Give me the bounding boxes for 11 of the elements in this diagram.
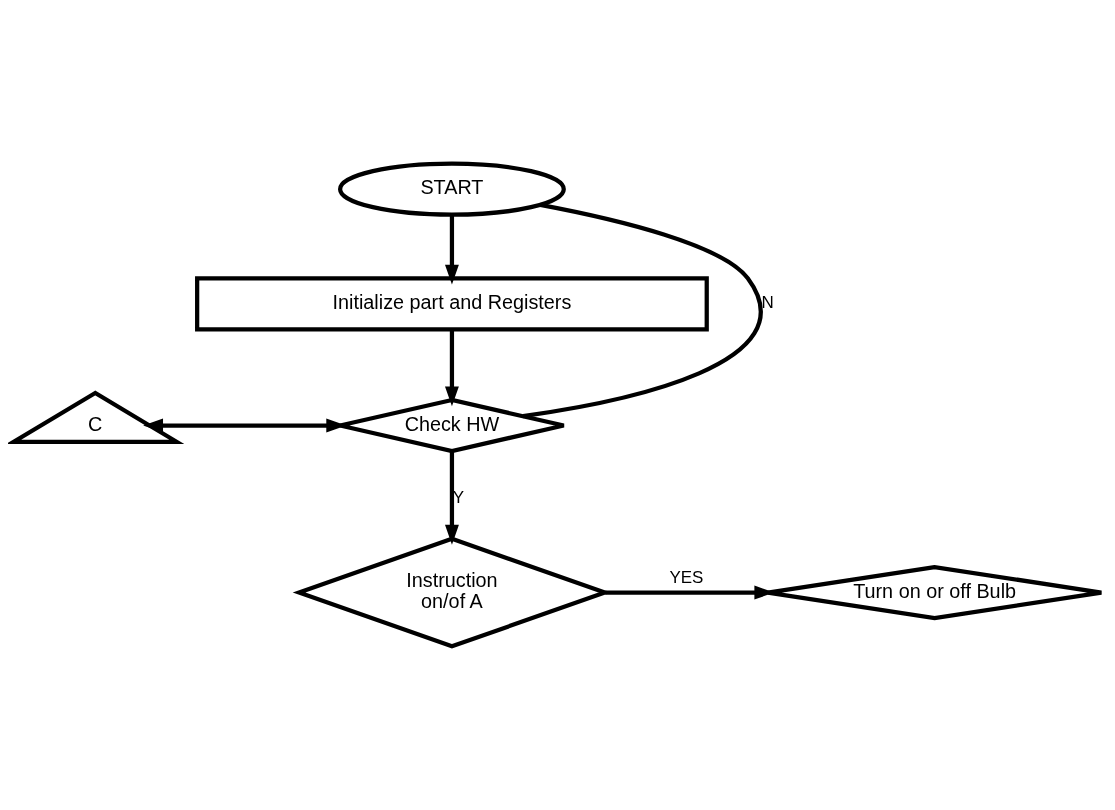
connector [522,202,763,419]
edge-label: YES [669,568,704,588]
node-diamond: Check HW [338,397,566,454]
node-diamond: Turn on or off Bulb [765,564,1104,621]
edge-label: Y [452,487,464,507]
edge-label: N [761,293,774,313]
arrow [445,451,459,545]
node-ellipse: START [338,161,566,217]
node-box: Initialize part and Registers [195,276,709,332]
arrow [445,214,459,285]
arrow [445,329,459,407]
